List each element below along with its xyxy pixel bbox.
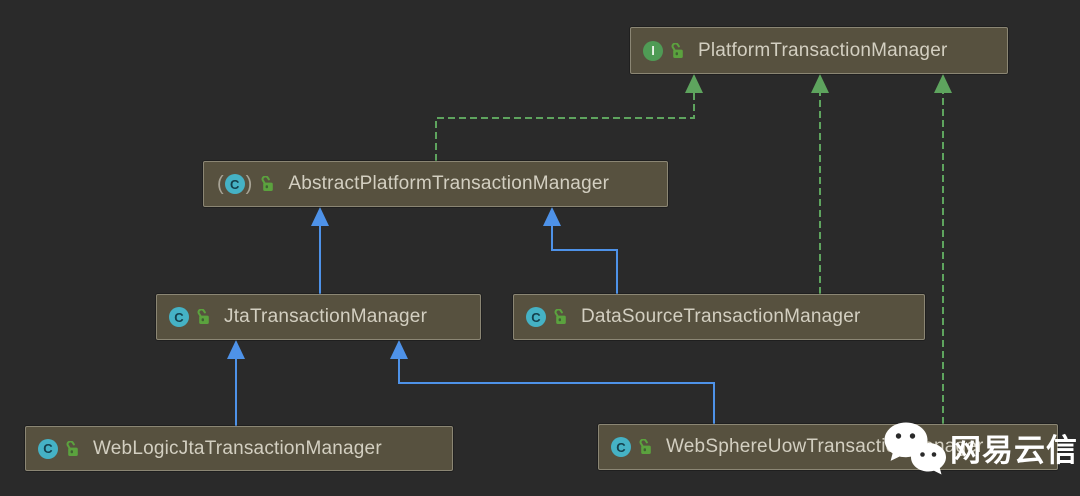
class-icon: C [169,307,189,327]
extends-edge-weblogic-to-jta[interactable] [227,340,245,426]
class-node-datasource[interactable]: C DataSourceTransactionManager [513,294,925,340]
implements-edge-datasource-to-platform[interactable] [811,74,829,294]
lock-icon [196,309,211,325]
class-node-jta[interactable]: C JtaTransactionManager [156,294,481,340]
interface-icon: I [643,40,663,61]
class-name-label: WebLogicJtaTransactionManager [93,437,382,459]
lock-icon [670,42,685,59]
watermark: 网易云信 [882,421,1078,482]
class-name-label: PlatformTransactionManager [698,39,948,61]
class-name-label: DataSourceTransactionManager [581,306,861,327]
watermark-text: 网易云信 [950,433,1078,469]
implements-edge-websphere-to-platform[interactable] [934,74,952,424]
lock-icon [65,440,80,457]
lock-icon [638,439,653,455]
class-name-label: JtaTransactionManager [224,306,428,327]
lock-icon [260,176,275,192]
extends-edge-jta-to-abstract[interactable] [311,207,329,294]
extends-edge-datasource-to-abstract[interactable] [543,207,618,294]
class-icon: C [526,307,546,327]
implements-edge-abstract-to-platform[interactable] [435,74,703,161]
abstract-class-icon: (C) [217,173,253,195]
class-node-weblogic[interactable]: C WebLogicJtaTransactionManager [25,426,453,471]
extends-edge-websphere-to-jta[interactable] [390,340,715,424]
class-node-abstract[interactable]: (C) AbstractPlatformTransactionManager [203,161,668,207]
class-node-platform[interactable]: I PlatformTransactionManager [630,27,1008,74]
class-icon: C [611,437,631,457]
wechat-icon [882,421,948,482]
class-name-label: AbstractPlatformTransactionManager [288,173,610,194]
class-icon: C [38,438,58,459]
lock-icon [553,309,568,325]
